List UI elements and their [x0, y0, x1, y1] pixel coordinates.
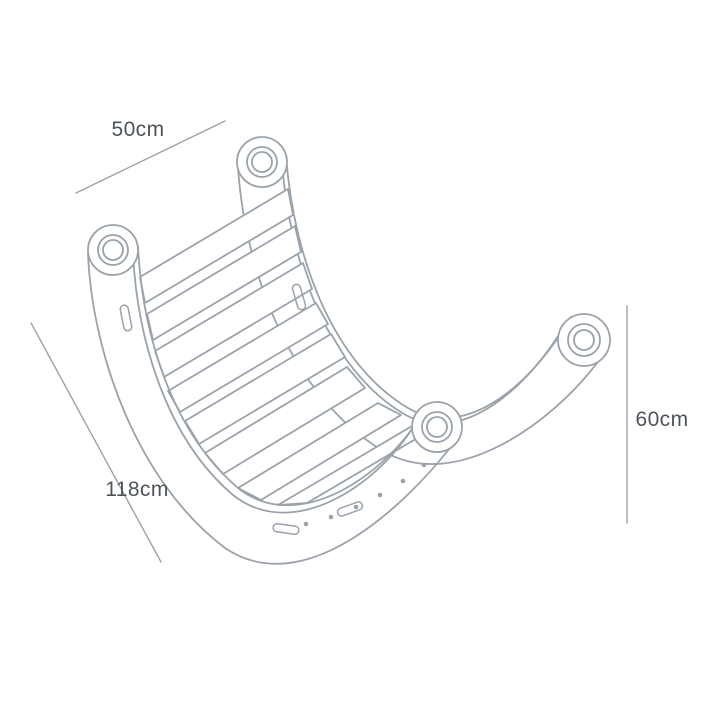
handle-rings — [87, 136, 611, 453]
screw-hole-dot — [328, 514, 334, 520]
screw-hole-dot — [377, 492, 383, 498]
assembly-slots — [119, 283, 364, 536]
screw-holes — [303, 462, 427, 527]
handle-hole-inner — [426, 416, 448, 438]
length-dimension-line — [30, 322, 162, 563]
screw-hole-dot — [421, 462, 427, 468]
screw-hole-dot — [353, 504, 359, 510]
rung — [237, 402, 402, 501]
rungs — [139, 188, 454, 506]
assembly-slot — [336, 501, 364, 517]
near-side-rail — [87, 245, 451, 565]
handle-hole-inner — [573, 329, 595, 351]
near-rail-outer-edge — [87, 253, 451, 565]
rung — [146, 225, 302, 341]
handle-ring-bottom — [411, 401, 463, 453]
assembly-slot — [272, 522, 300, 536]
handle-hole-inner — [251, 151, 273, 173]
assembly-slot — [291, 283, 307, 311]
length-dimension-label: 118cm — [105, 478, 169, 501]
near-rail-thickness-edge — [132, 252, 420, 514]
handle-ring-right — [557, 313, 611, 367]
width-dimension-label: 50cm — [111, 118, 165, 141]
assembly-slot — [119, 304, 133, 332]
height-dimension-label: 60cm — [635, 408, 689, 431]
near-rail-inner-edge — [137, 245, 425, 507]
screw-hole-dot — [400, 478, 406, 484]
dimension-lines — [30, 120, 628, 563]
handle-ring-top-left — [87, 224, 139, 276]
width-dimension-line — [75, 120, 226, 194]
handle-hole-outer — [567, 323, 601, 357]
handle-ring-top — [236, 136, 288, 188]
handle-hole-inner — [102, 239, 124, 261]
screw-hole-dot — [303, 521, 309, 527]
